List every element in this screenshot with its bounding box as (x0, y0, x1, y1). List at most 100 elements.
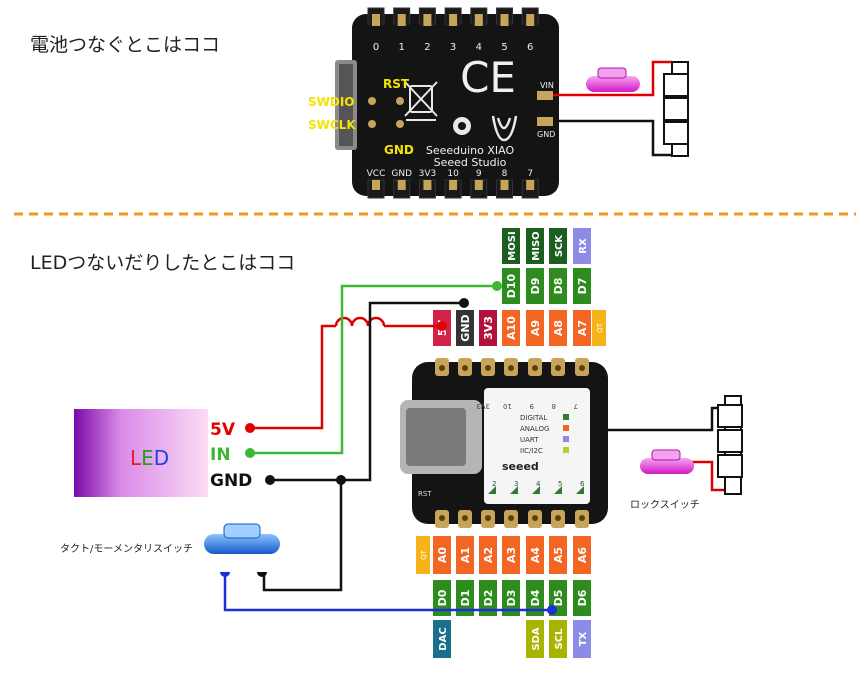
silk-number: 3V3 (476, 402, 490, 410)
top-pad (449, 14, 458, 26)
led-label: LED (130, 446, 169, 470)
pin-label-a0 (433, 536, 451, 574)
function-label-scl (549, 620, 567, 658)
led-pin-in: IN (210, 445, 231, 465)
pin-label-a1 (456, 536, 474, 574)
leaf-logo-icon (491, 115, 518, 142)
silk-number: 5 (558, 480, 562, 488)
battery-heading: 電池つなぐとこはココ (30, 34, 221, 56)
pin-label-text: GND (459, 314, 472, 341)
swclk-label: SWCLK (308, 118, 356, 132)
function-label-text: DAC (438, 627, 449, 650)
top-bottom-pad (474, 180, 483, 190)
top-pin-number: 2 (424, 42, 430, 53)
top-pad (423, 14, 432, 26)
top-bottom-pin-label: GND (391, 169, 412, 179)
digital-label-d3 (502, 580, 520, 616)
function-label-sda (526, 620, 544, 658)
function-label-tx (573, 620, 591, 658)
qt-tab-bottom (416, 536, 430, 574)
silk-number: 4 (536, 480, 541, 488)
pin-label-text: 3V3 (482, 316, 495, 340)
top-bottom-pad (526, 180, 535, 190)
top-bottom-pin-label: 10 (447, 169, 459, 179)
led-heading: LEDつないだりしたとこはココ (30, 252, 296, 274)
rst-silk-label: RST (418, 490, 432, 498)
top-bottom-pad (500, 180, 509, 190)
ce-mark-icon: CE (460, 53, 516, 102)
seeed-logo: seeed (502, 460, 539, 473)
function-label-text: MISO (531, 231, 542, 260)
board-hole (532, 515, 538, 521)
top-bottom-pad (372, 180, 380, 190)
digital-label-d10 (502, 268, 520, 304)
tact-switch-label: タクト/モーメンタリスイッチ (60, 543, 193, 555)
legend-text: UART (520, 436, 539, 444)
pin-label-text: A3 (505, 547, 518, 563)
pin-label-a7 (573, 310, 591, 346)
silk-marker (532, 486, 540, 494)
function-label-miso (526, 228, 544, 264)
silk-marker (488, 486, 496, 494)
legend-swatch (563, 414, 569, 420)
gnd-pad-label: GND (537, 130, 555, 139)
silk-marker (510, 486, 518, 494)
top-pad (474, 14, 483, 26)
swdio-label: SWDIO (308, 95, 355, 109)
vin-pad-label: VIN (540, 81, 554, 90)
digital-label-d9 (526, 268, 544, 304)
top-bottom-pin-label: 3V3 (419, 169, 437, 179)
board-hole (439, 365, 445, 371)
top-xiao-board: CE Seeeduino XIAO Seeed Studio VIN GND R… (308, 7, 559, 199)
function-label-text: SCK (554, 234, 565, 258)
digital-label-text: D10 (505, 273, 518, 298)
top-gnd-label: GND (384, 143, 414, 157)
top-brand-line2: Seeed Studio (434, 156, 507, 169)
top-bottom-pin-label: 8 (502, 169, 508, 179)
svg-text:CE: CE (460, 53, 516, 102)
function-label-mosi (502, 228, 520, 264)
digital-label-text: D0 (436, 589, 449, 606)
digital-label-text: D6 (576, 589, 589, 606)
digital-label-d4 (526, 580, 544, 616)
pin-label-3v3 (479, 310, 497, 346)
board-hole (439, 515, 445, 521)
pin-label-text: A4 (529, 547, 542, 564)
pin-label-text: A2 (482, 547, 495, 563)
top-lock-switch[interactable] (586, 67, 640, 92)
digital-label-d7 (573, 268, 591, 304)
board-hole (579, 365, 585, 371)
top-pin-number: 0 (373, 42, 379, 53)
qt-label-bottom: QT (420, 549, 428, 560)
top-pad (397, 14, 406, 26)
pin-label-text: A7 (576, 320, 589, 336)
top-pin-number: 5 (501, 42, 507, 53)
top-pad (372, 14, 380, 26)
digital-label-text: D2 (482, 590, 495, 607)
board-hole (485, 515, 491, 521)
digital-label-d2 (479, 580, 497, 616)
function-label-rx (573, 228, 591, 264)
board-hole (462, 365, 468, 371)
top-bottom-pin-label: VCC (367, 169, 386, 179)
silk-number: 8 (552, 402, 556, 410)
top-pin-number: 4 (476, 42, 482, 53)
digital-label-text: D8 (552, 278, 565, 295)
board-hole (462, 515, 468, 521)
pin-label-a2 (479, 536, 497, 574)
digital-label-text: D3 (505, 590, 518, 607)
pin-label-text: A10 (505, 316, 518, 340)
silk-number: 10 (503, 402, 512, 410)
digital-label-text: D4 (529, 589, 542, 606)
legend-text: IIC/I2C (520, 447, 543, 455)
board-hole (508, 365, 514, 371)
lock-switch[interactable] (640, 449, 694, 474)
pin-label-text: A8 (552, 320, 565, 336)
legend-swatch (563, 425, 569, 431)
tact-switch[interactable] (204, 523, 280, 572)
led-pin-5v: 5V (210, 420, 236, 440)
legend-text: DIGITAL (520, 414, 547, 422)
legend-swatch (563, 436, 569, 442)
lock-switch-label: ロックスイッチ (630, 499, 700, 511)
